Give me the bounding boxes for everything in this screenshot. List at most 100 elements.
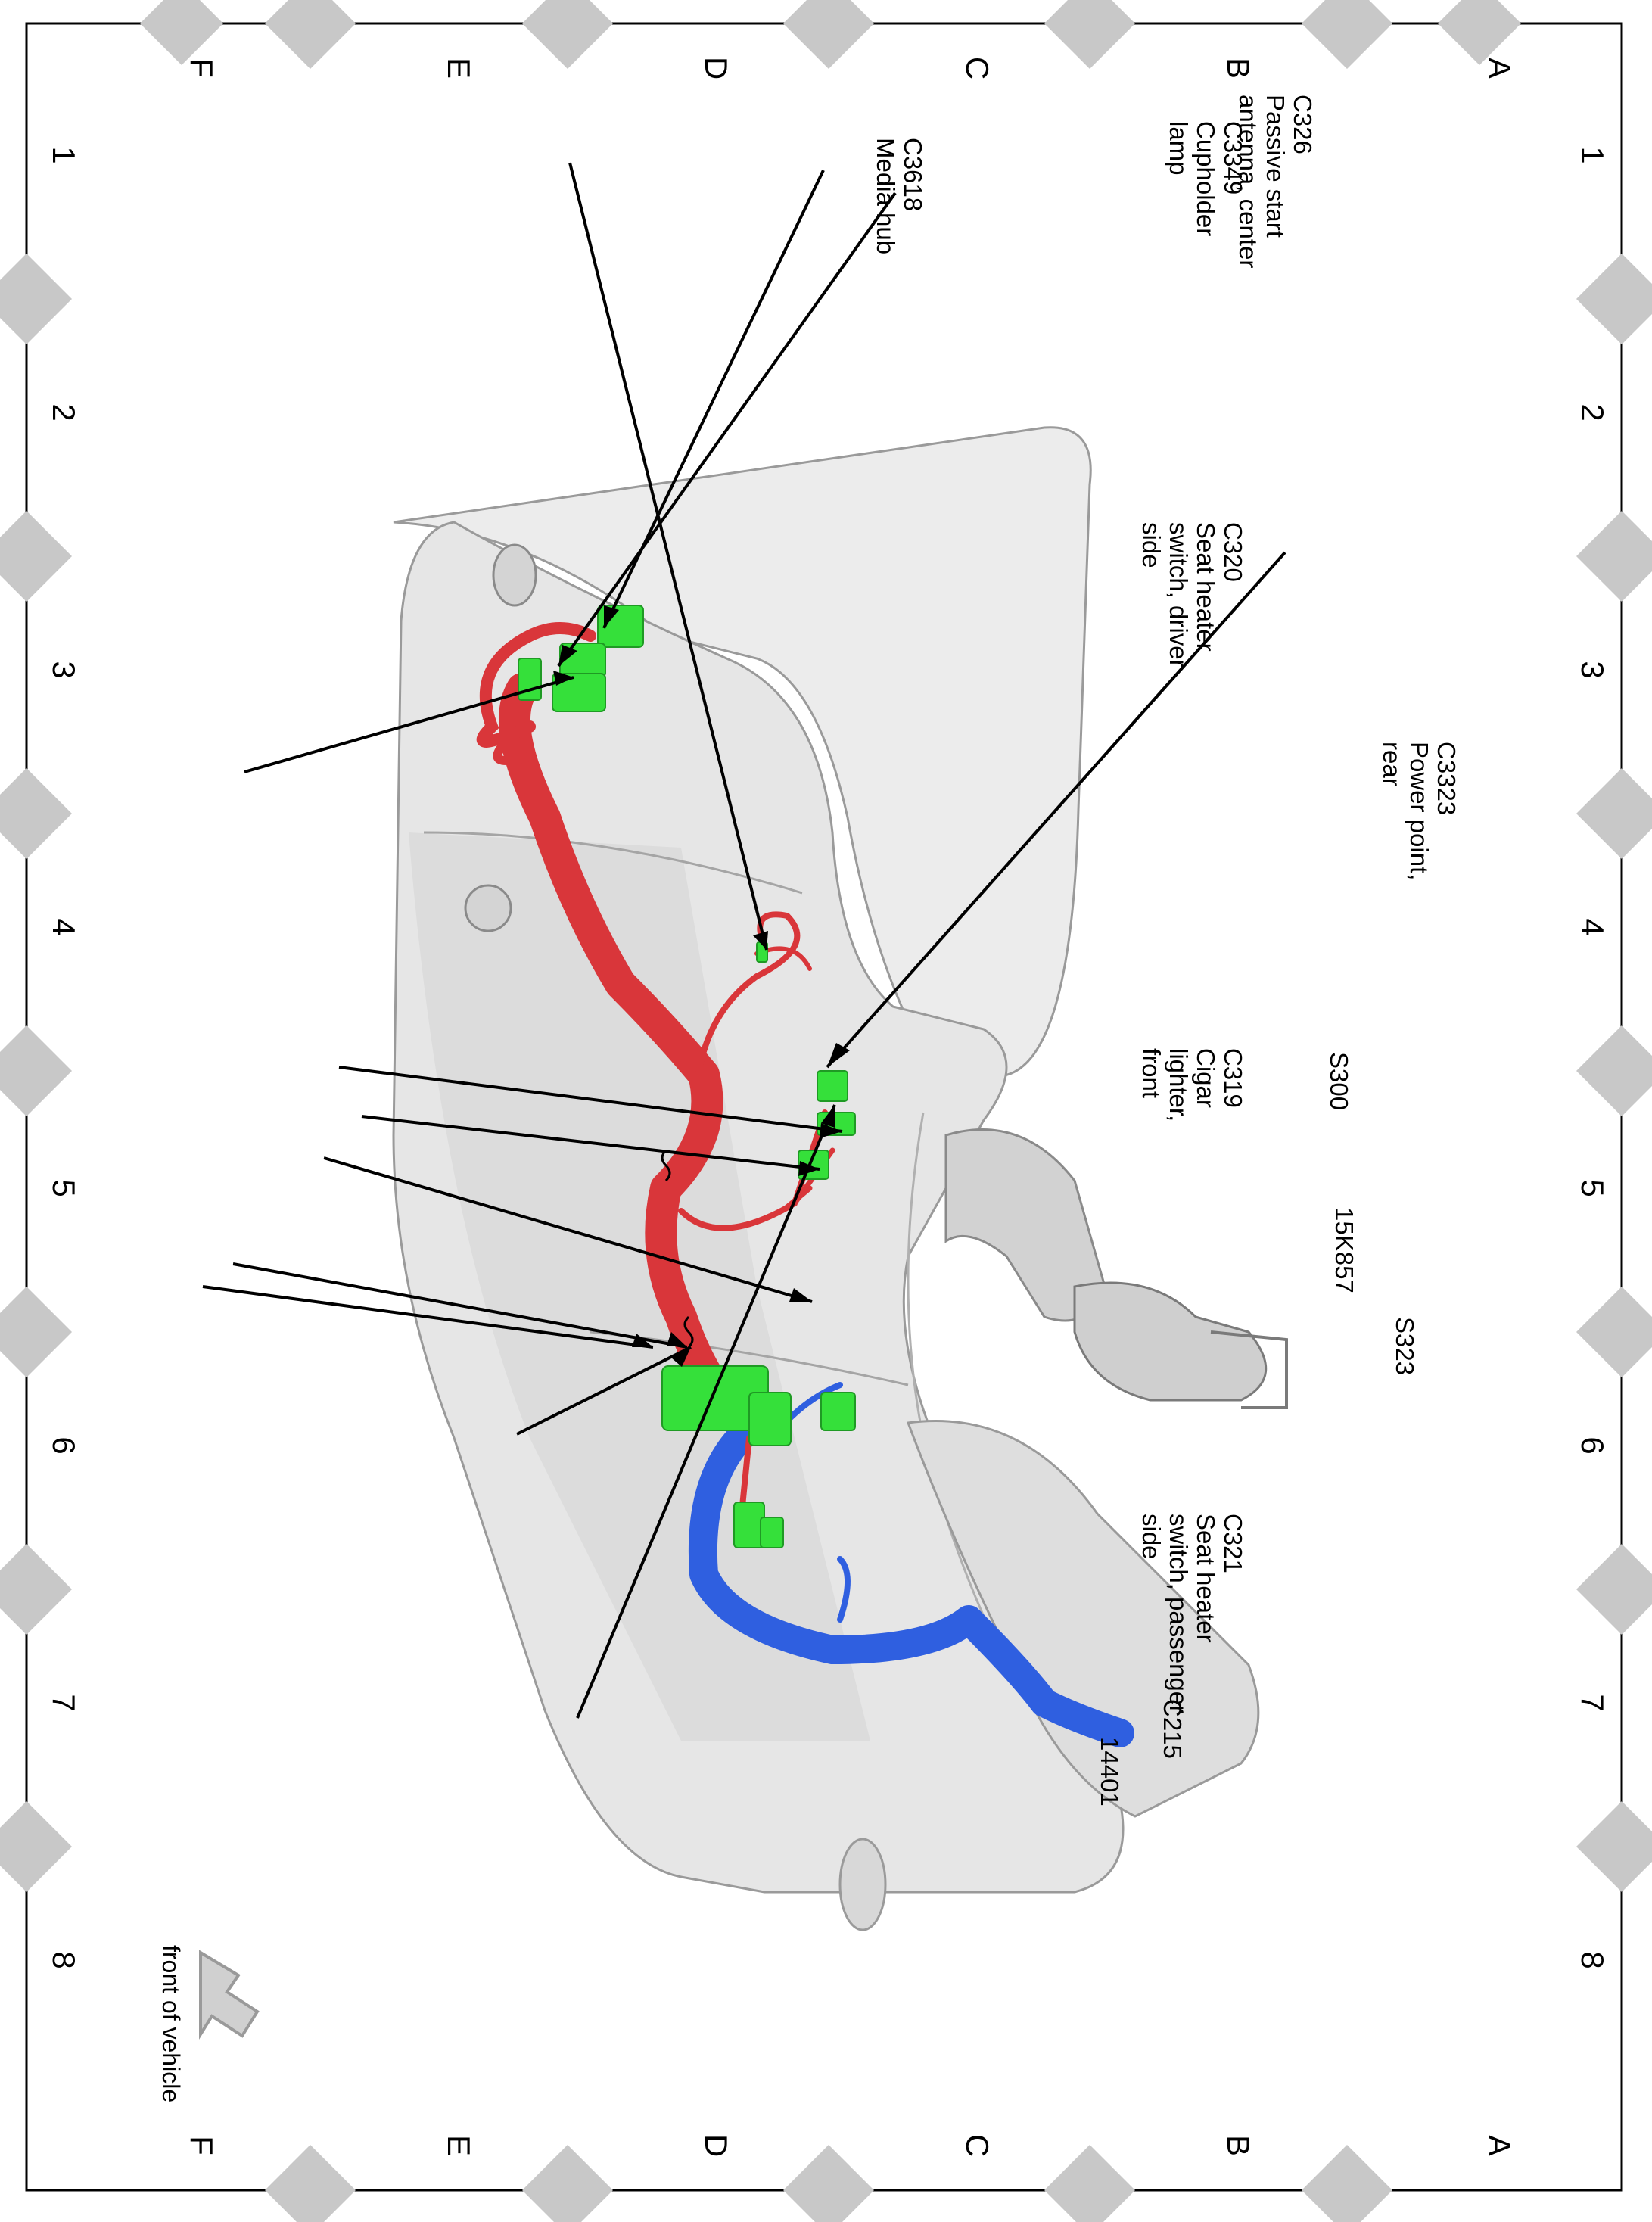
- border-marker-right: [1576, 1544, 1652, 1635]
- callout-line: 14401: [1096, 1737, 1124, 1807]
- connector-c215-body: [748, 1392, 792, 1446]
- callout-line: C3618: [899, 138, 927, 211]
- armrest-lid: [393, 426, 1092, 1078]
- border-marker-right: [1576, 254, 1652, 344]
- leader-lines: [202, 162, 1286, 1719]
- callout-line: C215: [1159, 1699, 1187, 1759]
- grid-column-label: 5: [46, 1179, 82, 1197]
- grid-row-label: D: [698, 2134, 734, 2157]
- border-marker-bottom: [265, 2145, 356, 2222]
- callout-line: C320: [1219, 522, 1247, 582]
- callout-line: front: [1137, 1048, 1165, 1098]
- callout-s323: S323: [1391, 1317, 1419, 1375]
- callout-14401: 14401: [1096, 1737, 1124, 1807]
- border-marker-right: [1576, 768, 1652, 859]
- callout-line: 15K857: [1330, 1207, 1358, 1293]
- grid-column-label: 8: [46, 1951, 82, 1968]
- callout-line: S300: [1325, 1052, 1353, 1110]
- grid-row-label: A: [1482, 2135, 1517, 2156]
- callout-c3618: C3618Media hub: [872, 138, 927, 254]
- harness-15k857: [476, 622, 835, 1517]
- grid-column-label: 4: [1575, 918, 1610, 935]
- border-marker-top: [1438, 0, 1521, 65]
- gear-shifter: [1073, 1281, 1268, 1402]
- callout-line: Cupholder: [1192, 121, 1220, 236]
- border-marker-right: [1576, 511, 1652, 602]
- callout-line: C3323: [1433, 742, 1461, 815]
- callout-line: C319: [1219, 1048, 1247, 1108]
- border-marker-bottom: [522, 2145, 613, 2222]
- callout-line: antenna, center: [1234, 95, 1262, 268]
- border-marker-top: [522, 0, 613, 69]
- grid-column-label: 3: [46, 661, 82, 678]
- grid-column-label: 6: [1575, 1436, 1610, 1454]
- callout-line: Media hub: [872, 138, 900, 254]
- front-of-vehicle-indicator: front of vehicle: [157, 1945, 260, 2102]
- callout-line: Cigar: [1192, 1048, 1220, 1108]
- border-marker-right: [1576, 1025, 1652, 1116]
- grid-column-label: 1: [1575, 146, 1610, 163]
- border-marker-left: [0, 1544, 72, 1635]
- callout-c319: C319Cigarlighter,front: [1137, 1048, 1247, 1122]
- border-marker-left: [0, 768, 72, 859]
- connector-c320: [817, 1070, 848, 1102]
- border-marker-top: [783, 0, 874, 69]
- callout-c321: C321Seat heaterswitch, passengerside: [1137, 1514, 1247, 1713]
- callout-line: Passive start: [1262, 95, 1290, 238]
- grid-row-label: C: [960, 2134, 995, 2157]
- front-of-vehicle-label: front of vehicle: [157, 1945, 185, 2102]
- grid-column-label: 7: [46, 1694, 82, 1711]
- grid-row-label: E: [441, 2135, 477, 2156]
- border-marker-bottom: [1044, 2145, 1135, 2222]
- grid-row-label: D: [698, 57, 734, 79]
- grid-row-label: C: [960, 57, 995, 79]
- callout-line: Seat heater: [1192, 522, 1220, 652]
- callout-labels: C3349Cupholderlamp C3618Media hub C326Pass…: [872, 95, 1461, 1807]
- callout-15k857: 15K857: [1330, 1207, 1358, 1293]
- grid-column-label: 1: [46, 146, 82, 163]
- rear-power-point-boss: [464, 884, 512, 932]
- grid-column-label: 7: [1575, 1694, 1610, 1711]
- connector-inline-2: [760, 1517, 784, 1548]
- border-marker-top: [265, 0, 356, 69]
- callout-line: lamp: [1165, 121, 1193, 176]
- border-marker-top: [140, 0, 223, 65]
- callout-c326: C326Passive startantenna, center: [1234, 95, 1317, 268]
- callout-line: rear: [1378, 742, 1406, 786]
- callout-line: switch, passenger: [1165, 1514, 1193, 1713]
- border-marker-bottom: [783, 2145, 874, 2222]
- front-arrow-icon: [199, 1950, 260, 2040]
- callout-line: switch, driver: [1165, 522, 1193, 668]
- callout-line: side: [1137, 1514, 1165, 1560]
- callout-line: side: [1137, 522, 1165, 568]
- callout-line: lighter,: [1165, 1048, 1193, 1122]
- callout-line: Seat heater: [1192, 1514, 1220, 1643]
- grid-column-label: 6: [46, 1436, 82, 1454]
- rear-vent: [492, 543, 537, 607]
- callout-line: Power point,: [1405, 742, 1433, 880]
- border-marker-left: [0, 1801, 72, 1892]
- callout-line: C321: [1219, 1514, 1247, 1573]
- grid-row-label: B: [1221, 2135, 1256, 2156]
- border-marker-top: [1044, 0, 1135, 69]
- grid-row-label: F: [184, 2136, 219, 2155]
- callout-line: C3349: [1219, 121, 1247, 195]
- connector-c3323: [552, 673, 606, 712]
- grid-row-label: B: [1221, 58, 1256, 79]
- leader-arrowheads: [553, 605, 850, 1367]
- border-marker-right: [1576, 1801, 1652, 1892]
- callout-c320: C320Seat heaterswitch, driverside: [1137, 522, 1247, 668]
- callout-line: C326: [1289, 95, 1317, 154]
- shifter-bracket: [1210, 1330, 1288, 1409]
- callout-s300: S300: [1325, 1052, 1353, 1110]
- grid-row-label: A: [1482, 58, 1517, 79]
- grid-column-label: 4: [46, 918, 82, 935]
- border-marker-bottom: [1302, 2145, 1392, 2222]
- grid-row-label: E: [441, 58, 477, 79]
- front-tray: [906, 1420, 1260, 1818]
- grid-column-label: 5: [1575, 1179, 1610, 1197]
